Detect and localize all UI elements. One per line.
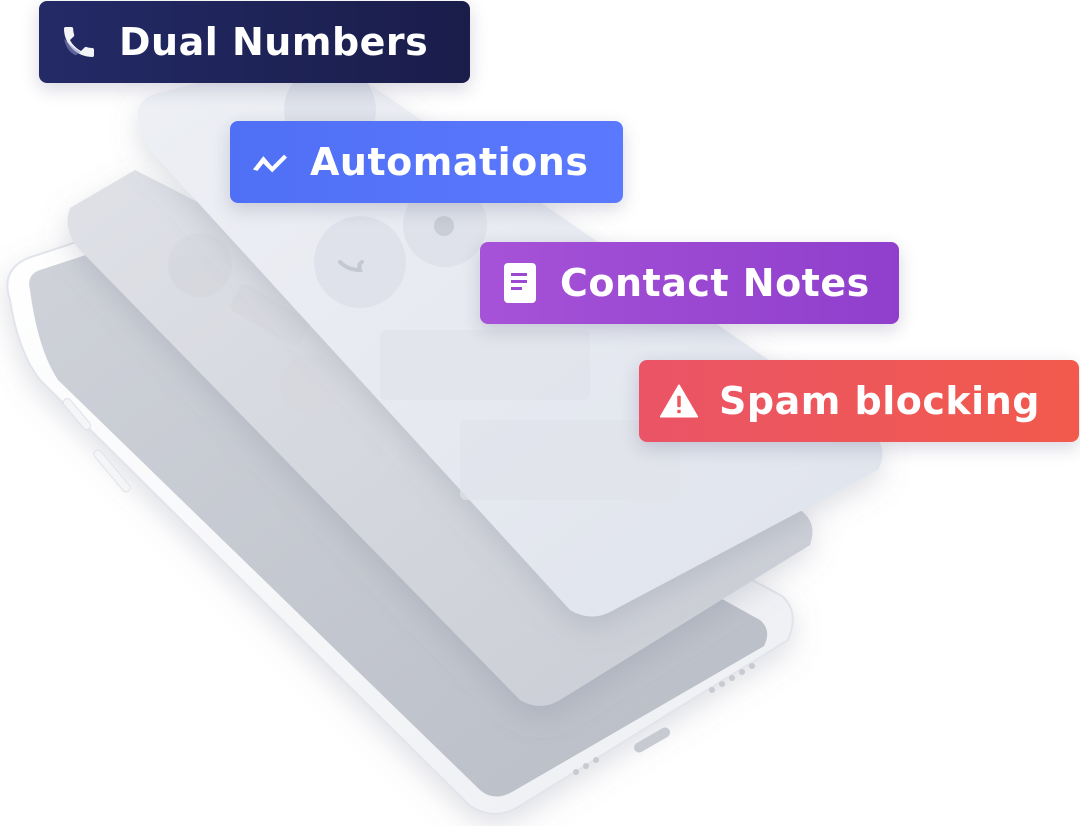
contact-notes-badge: Contact Notes: [480, 242, 899, 324]
automations-badge: Automations: [230, 121, 623, 203]
activity-line-icon: [250, 142, 290, 182]
spam-blocking-badge: Spam blocking: [639, 360, 1079, 442]
contact-notes-label: Contact Notes: [560, 261, 870, 305]
warning-icon: [659, 381, 699, 421]
dual-numbers-label: Dual Numbers: [119, 20, 429, 64]
spam-blocking-label: Spam blocking: [719, 379, 1040, 423]
dual-numbers-badge: Dual Numbers: [39, 1, 470, 83]
automations-label: Automations: [310, 140, 589, 184]
note-icon: [500, 263, 540, 303]
phone-icon: [59, 22, 99, 62]
